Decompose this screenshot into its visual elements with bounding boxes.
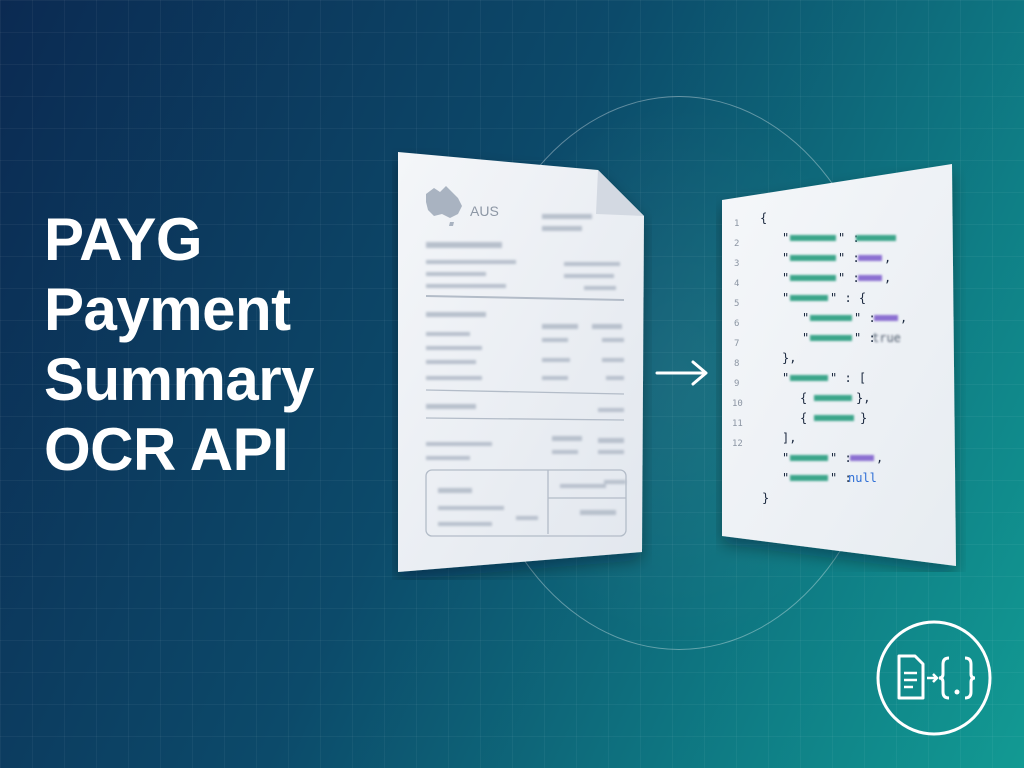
svg-text:": " xyxy=(802,311,809,325)
svg-text:" :: " : xyxy=(854,331,876,345)
svg-text:12: 12 xyxy=(732,439,743,449)
svg-text:" :: " : xyxy=(830,471,852,485)
svg-text:6: 6 xyxy=(734,319,739,329)
svg-text:},: }, xyxy=(782,351,796,365)
blurred-form-fields xyxy=(426,214,626,526)
svg-text:": " xyxy=(782,371,789,385)
svg-text:,: , xyxy=(884,271,891,285)
json-code: { "" : "" :, "" :, "" : { "" :, "" : }, … xyxy=(760,211,907,505)
svg-text:" :: " : xyxy=(838,251,860,265)
country-label: AUS xyxy=(470,203,499,219)
svg-text:11: 11 xyxy=(732,419,743,429)
svg-text:": " xyxy=(782,231,789,245)
title-line-2: Payment xyxy=(44,276,291,343)
page-title: PAYG Payment Summary OCR API xyxy=(44,205,314,485)
svg-text:1: 1 xyxy=(734,219,739,229)
svg-text:},: }, xyxy=(856,391,870,405)
svg-text:4: 4 xyxy=(734,279,739,289)
title-line-1: PAYG xyxy=(44,206,203,273)
json-output-panel: 1 2 3 4 5 6 7 8 9 10 11 12 { "" : "" :, … xyxy=(722,164,956,566)
title-line-4: OCR API xyxy=(44,416,289,483)
svg-text:" :: " : xyxy=(830,451,852,465)
svg-text:" :: " : xyxy=(838,271,860,285)
line-numbers: 1 2 3 4 5 6 7 8 9 10 11 12 xyxy=(732,219,743,449)
svg-text:3: 3 xyxy=(734,259,739,269)
true-value: true xyxy=(872,331,901,345)
svg-text:" :: " : xyxy=(838,231,860,245)
payment-summary-document: AUS xyxy=(398,152,644,572)
svg-text:5: 5 xyxy=(734,299,739,309)
svg-text:2: 2 xyxy=(734,239,739,249)
svg-text:8: 8 xyxy=(734,359,739,369)
svg-text:": " xyxy=(782,271,789,285)
svg-text:": " xyxy=(782,291,789,305)
blurred-json-tokens xyxy=(790,235,898,481)
form-dividers xyxy=(425,295,627,537)
svg-text:": " xyxy=(782,251,789,265)
document-to-json-icon xyxy=(876,620,992,736)
null-value: null xyxy=(848,471,877,485)
svg-text:{: { xyxy=(760,211,767,225)
australia-map-icon xyxy=(426,186,462,226)
svg-text:": " xyxy=(802,331,809,345)
svg-text:],: ], xyxy=(782,431,796,445)
svg-text:{: { xyxy=(800,411,807,425)
svg-text:" :: " : xyxy=(854,311,876,325)
svg-text:" : {: " : { xyxy=(830,291,866,305)
svg-text:,: , xyxy=(884,251,891,265)
svg-text:}: } xyxy=(762,491,769,505)
arrow-right-icon xyxy=(655,360,708,386)
title-line-3: Summary xyxy=(44,346,314,413)
svg-text:": " xyxy=(782,451,789,465)
svg-text:10: 10 xyxy=(732,399,743,409)
svg-text:9: 9 xyxy=(734,379,739,389)
svg-text:,: , xyxy=(900,311,907,325)
svg-text:{: { xyxy=(800,391,807,405)
svg-text:": " xyxy=(782,471,789,485)
svg-text:,: , xyxy=(876,451,883,465)
svg-text:" : [: " : [ xyxy=(830,371,866,385)
svg-text:7: 7 xyxy=(734,339,739,349)
svg-text:}: } xyxy=(860,411,867,425)
